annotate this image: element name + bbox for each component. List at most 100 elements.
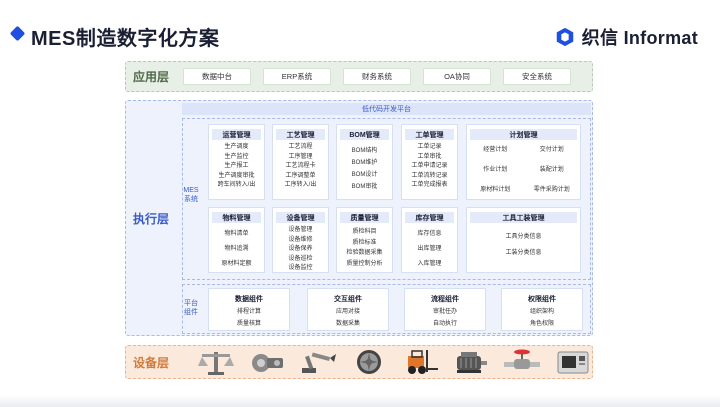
module-item: 工单记录	[417, 144, 442, 150]
module-item: 自动执行	[432, 321, 457, 327]
app-item-data-platform: 数据中台	[183, 68, 251, 85]
robot-arm-icon	[295, 347, 340, 377]
device-icons	[193, 347, 595, 377]
module-item: 零件采购计划	[533, 187, 570, 193]
platform-region	[182, 284, 591, 334]
module-item: 工艺流程	[288, 144, 313, 150]
module-item: 生产调度	[224, 144, 249, 150]
module-item: 生产报工	[224, 163, 249, 169]
module-title: 工艺管理	[276, 129, 325, 140]
module-title: 库存管理	[405, 212, 454, 223]
lowcode-platform-bar: 低代码开发平台	[182, 103, 591, 115]
module-item: 设备管理	[288, 227, 313, 233]
module-flow-components: 流程组件 审批任办 自动执行	[404, 288, 486, 331]
motor-icon	[448, 347, 493, 377]
module-item: 工序调整单	[285, 172, 316, 179]
module-item: BOM设计	[351, 172, 378, 178]
module-bom: BOM管理 BOM结构 BOM维护 BOM设计 BOM审批	[336, 124, 393, 200]
module-item: 工序管理	[288, 153, 313, 160]
module-item: 角色权限	[529, 321, 554, 327]
module-item: 组织架构	[529, 309, 554, 315]
module-process: 工艺管理 工艺流程 工序管理 工艺流程卡 工序调整单 工序转入/出	[272, 124, 329, 200]
module-item: BOM审批	[351, 184, 378, 190]
forklift-icon	[397, 347, 442, 377]
brand: 织信 Informat	[554, 24, 698, 50]
module-item: 审批任办	[432, 309, 457, 315]
app-item-security: 安全系统	[503, 68, 571, 85]
module-item: 出库管理	[417, 246, 442, 252]
module-interaction-components: 交互组件 应用对接 数据采集	[307, 288, 389, 331]
title-diamond-icon	[9, 25, 26, 42]
module-title: 设备管理	[276, 212, 325, 223]
module-item: 经营计划	[483, 147, 508, 153]
exec-layer-label: 执行层	[132, 211, 169, 226]
app-items: 数据中台 ERP系统 财务系统 OA协同 安全系统	[183, 68, 571, 85]
app-item-oa: OA协同	[423, 68, 491, 85]
module-item: 作业计划	[483, 167, 508, 173]
brand-logo-icon	[556, 27, 573, 47]
module-data-components: 数据组件 排程计算 质量核算	[208, 288, 290, 331]
device-layer-label: 设备层	[132, 355, 169, 370]
app-layer-label: 应用层	[132, 70, 169, 84]
module-item: 排程计算	[236, 309, 261, 315]
module-item: 质量核算	[236, 321, 261, 327]
mes-region	[182, 118, 591, 280]
machine-part-icon	[244, 347, 289, 377]
module-equipment: 设备管理 设备管理 设备维修 设备保养 设备巡检 设备监控	[272, 207, 329, 273]
mes-system-label: MES系统	[183, 187, 199, 203]
module-item: 工单审批	[417, 153, 442, 160]
module-tooling: 工具工装管理 工具分类信息 工装分类信息	[466, 207, 581, 273]
module-item: 质检标准	[352, 239, 377, 246]
module-title: 工具工装管理	[470, 212, 577, 223]
module-title: 质量管理	[340, 212, 389, 223]
module-item: 入库管理	[417, 261, 442, 267]
module-item: 工单完成报表	[411, 182, 448, 188]
module-item: BOM结构	[351, 148, 378, 154]
module-item: 原材料计划	[480, 187, 511, 193]
module-title: 运营管理	[212, 129, 261, 140]
module-title: 物料管理	[212, 212, 261, 223]
module-item: 装配计划	[539, 167, 564, 173]
module-item: 质量控制分析	[346, 260, 383, 267]
app-item-erp: ERP系统	[263, 68, 331, 85]
module-item: 设备维修	[288, 236, 313, 243]
module-item: 应用对接	[335, 309, 360, 315]
module-title: 流程组件	[431, 295, 459, 303]
module-title: 交互组件	[334, 295, 362, 303]
page-title: MES制造数字化方案	[31, 28, 220, 50]
module-item: 物料清单	[224, 231, 249, 237]
module-item: 原材料定额	[221, 261, 252, 267]
brand-name: 织信 Informat	[581, 28, 698, 48]
module-title: 工单管理	[405, 129, 454, 140]
cnc-machine-icon	[550, 347, 595, 377]
module-item: 设备巡检	[288, 255, 313, 262]
module-item: BOM维护	[351, 160, 378, 166]
module-item: 工单申请记录	[411, 163, 448, 169]
module-quality: 质量管理 质检科目 质检标准 检验数据采集 质量控制分析	[336, 207, 393, 273]
bottom-shadow	[0, 395, 720, 407]
module-item: 工单流转记录	[411, 172, 448, 179]
module-item: 生产监控	[224, 153, 249, 160]
module-item: 工艺流程卡	[285, 163, 316, 169]
valve-icon	[499, 347, 544, 377]
module-item: 设备监控	[288, 265, 313, 271]
module-item: 工具分类信息	[505, 234, 542, 240]
header: MES制造数字化方案 织信 Informat	[0, 0, 720, 62]
turbine-icon	[346, 347, 391, 377]
module-item: 生产调度审批	[218, 172, 255, 179]
module-item: 工装分类信息	[505, 250, 542, 256]
module-permission-components: 权限组件 组织架构 角色权限	[501, 288, 583, 331]
module-work-orders: 工单管理 工单记录 工单审批 工单申请记录 工单流转记录 工单完成报表	[401, 124, 458, 200]
module-item: 交付计划	[539, 147, 564, 153]
scale-icon	[193, 347, 238, 377]
module-item: 质检科目	[352, 229, 377, 235]
module-item: 设备保养	[288, 246, 313, 252]
module-operations: 运营管理 生产调度 生产监控 生产报工 生产调度审批 跨车间转入/出	[208, 124, 265, 200]
module-title: 数据组件	[235, 295, 263, 303]
module-title: 计划管理	[470, 129, 577, 140]
module-item: 库存信息	[417, 231, 442, 237]
module-item: 跨车间转入/出	[217, 182, 256, 188]
app-item-finance: 财务系统	[343, 68, 411, 85]
module-materials: 物料管理 物料清单 物料追溯 原材料定额	[208, 207, 265, 273]
module-item: 物料追溯	[224, 246, 249, 252]
